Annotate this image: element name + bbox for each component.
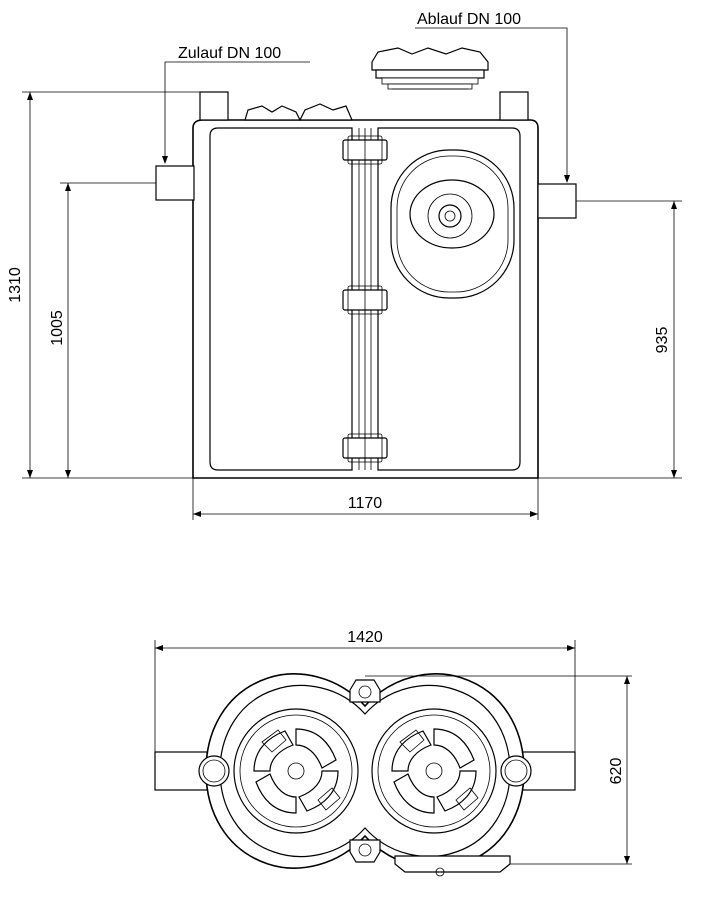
inlet-leader — [164, 61, 310, 158]
dim-inlet-height-label: 1005 — [49, 310, 66, 346]
dim-total-height: 1310 — [7, 92, 33, 478]
front-view: Zulauf DN 100 Ablauf DN 100 1310 1005 — [7, 11, 682, 520]
tank-left-panel — [209, 127, 353, 471]
tank-lid-grips — [244, 105, 301, 121]
top-inlet-pipe — [154, 751, 208, 791]
inlet-label: Zulauf DN 100 — [178, 45, 281, 62]
dim-inlet-height: 1005 — [49, 183, 71, 478]
dim-top-width: 1420 — [155, 629, 575, 651]
lug-right — [500, 755, 532, 787]
clamp-bottom — [342, 433, 388, 463]
dim-outlet-height-label: 935 — [654, 327, 671, 354]
dim-top-depth-label: 620 — [608, 758, 625, 785]
clamp-top — [342, 135, 388, 165]
dim-outlet-height: 935 — [654, 201, 677, 478]
bottom-bracket — [394, 855, 511, 873]
outlet-label: Ablauf DN 100 — [417, 11, 521, 28]
tank-right-panel — [377, 127, 521, 471]
dim-total-height-label: 1310 — [7, 267, 24, 303]
inspection-opening — [390, 149, 515, 299]
top-view: 1420 620 — [154, 629, 632, 877]
vent-stub-right — [499, 91, 529, 121]
dim-top-depth: 620 — [608, 676, 630, 864]
vent-stub-left — [199, 91, 229, 121]
dim-front-width: 1170 — [193, 495, 538, 517]
cover-right — [371, 708, 497, 834]
lug-left — [198, 755, 230, 787]
outlet-leader — [415, 27, 568, 177]
clip-top — [349, 679, 381, 703]
inlet-pipe — [155, 165, 195, 201]
dim-front-width-label: 1170 — [348, 495, 383, 512]
lid-detail — [371, 47, 489, 90]
outlet-pipe — [537, 183, 577, 219]
valve-icon — [438, 204, 462, 228]
dim-top-width-label: 1420 — [347, 629, 383, 646]
clamp-middle — [342, 285, 388, 315]
cover-left — [233, 708, 359, 834]
clip-bottom — [349, 839, 381, 863]
